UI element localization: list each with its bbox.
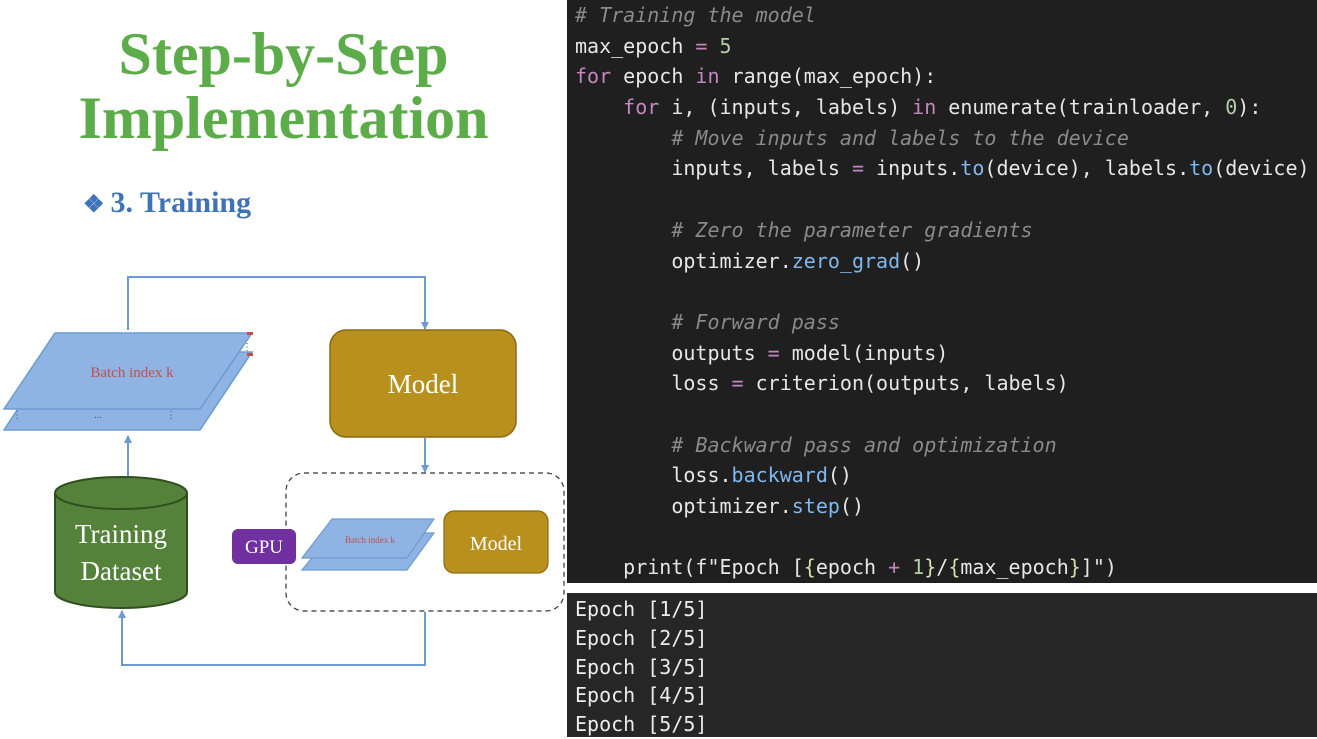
batch-ellipsis: ... bbox=[94, 410, 102, 421]
code-line: max_epoch = 5 bbox=[575, 33, 732, 58]
panel-divider bbox=[567, 583, 1317, 593]
code-line: loss.backward() bbox=[575, 463, 852, 488]
code-line: # Training the model bbox=[575, 3, 816, 27]
model-box-small bbox=[443, 510, 549, 574]
diamond-bullet-icon: ❖ bbox=[83, 192, 105, 218]
gpu-label: GPU bbox=[245, 537, 283, 558]
svg-text:⋮: ⋮ bbox=[166, 410, 176, 421]
output-text: Epoch [1/5] Epoch [2/5] Epoch [3/5] Epoch [… bbox=[575, 595, 707, 739]
slide-title-line1: Step-by-Step bbox=[118, 21, 449, 87]
code-line: for epoch in range(max_epoch): bbox=[575, 64, 937, 89]
code-line: inputs, labels = inputs.to(device), labe… bbox=[575, 156, 1310, 181]
code-line: # Move inputs and labels to the device bbox=[671, 125, 1129, 150]
output-panel: Epoch [1/5] Epoch [2/5] Epoch [3/5] Epoch [… bbox=[567, 593, 1317, 737]
dataset-label-line2: Dataset bbox=[81, 556, 162, 586]
code-line: # Zero the parameter gradients bbox=[671, 217, 1033, 242]
output-line: Epoch [2/5] bbox=[575, 625, 708, 650]
batch-small-label: Batch index k bbox=[345, 535, 395, 545]
output-line: Epoch [5/5] bbox=[575, 712, 708, 737]
output-line: Epoch [1/5] bbox=[575, 597, 708, 621]
slide-panel: Step-by-Step Implementation ❖3. Training… bbox=[0, 0, 567, 737]
batch-stack: Batch index k ... ⋮ ⋮ ⋮ bbox=[2, 332, 254, 431]
svg-text:⋮: ⋮ bbox=[12, 410, 22, 421]
training-dataset-cylinder: Training Dataset bbox=[54, 476, 188, 609]
batch-stack-small: Batch index k bbox=[300, 518, 436, 571]
code-line: loss = criterion(outputs, labels) bbox=[575, 371, 1069, 396]
dataset-label-line1: Training bbox=[75, 519, 167, 549]
slide-title-line2: Implementation bbox=[78, 85, 489, 151]
arrow-gpu-to-dataset bbox=[118, 610, 426, 666]
output-line: Epoch [4/5] bbox=[575, 683, 708, 708]
slide-title: Step-by-Step Implementation bbox=[0, 22, 567, 150]
code-editor[interactable]: # Training the model max_epoch = 5 for epo… bbox=[567, 0, 1317, 583]
code-line: optimizer.step() bbox=[575, 494, 865, 518]
batch-label: Batch index k bbox=[90, 365, 174, 381]
code-line bbox=[575, 522, 1310, 553]
training-diagram: Batch index k ... ⋮ ⋮ ⋮ Model Training D… bbox=[2, 276, 565, 666]
model-small-label: Model bbox=[470, 533, 523, 555]
code-line: print(f"Epoch [{epoch + 1}/{max_epoch}]"… bbox=[575, 555, 1117, 580]
code-line: optimizer.zero_grad() bbox=[575, 248, 925, 273]
code-line bbox=[575, 399, 1310, 430]
code-line: # Forward pass bbox=[671, 309, 840, 334]
code-line bbox=[575, 276, 1310, 307]
code-line: # Backward pass and optimization bbox=[671, 432, 1057, 457]
svg-text:⋮: ⋮ bbox=[242, 342, 252, 353]
gpu-badge bbox=[232, 529, 296, 564]
output-line: Epoch [3/5] bbox=[575, 654, 708, 679]
model-box bbox=[329, 329, 517, 438]
slide-subtitle: ❖3. Training bbox=[83, 186, 251, 220]
code-line: outputs = model(inputs) bbox=[575, 340, 949, 365]
arrow-batch-to-model bbox=[127, 276, 429, 330]
code-line: for i, (inputs, labels) in enumerate(tra… bbox=[623, 95, 1262, 120]
subtitle-text: 3. Training bbox=[110, 186, 252, 219]
code-line bbox=[575, 184, 1310, 215]
model-label: Model bbox=[388, 369, 459, 399]
code-block: # Training the model max_epoch = 5 for epo… bbox=[575, 0, 1310, 583]
